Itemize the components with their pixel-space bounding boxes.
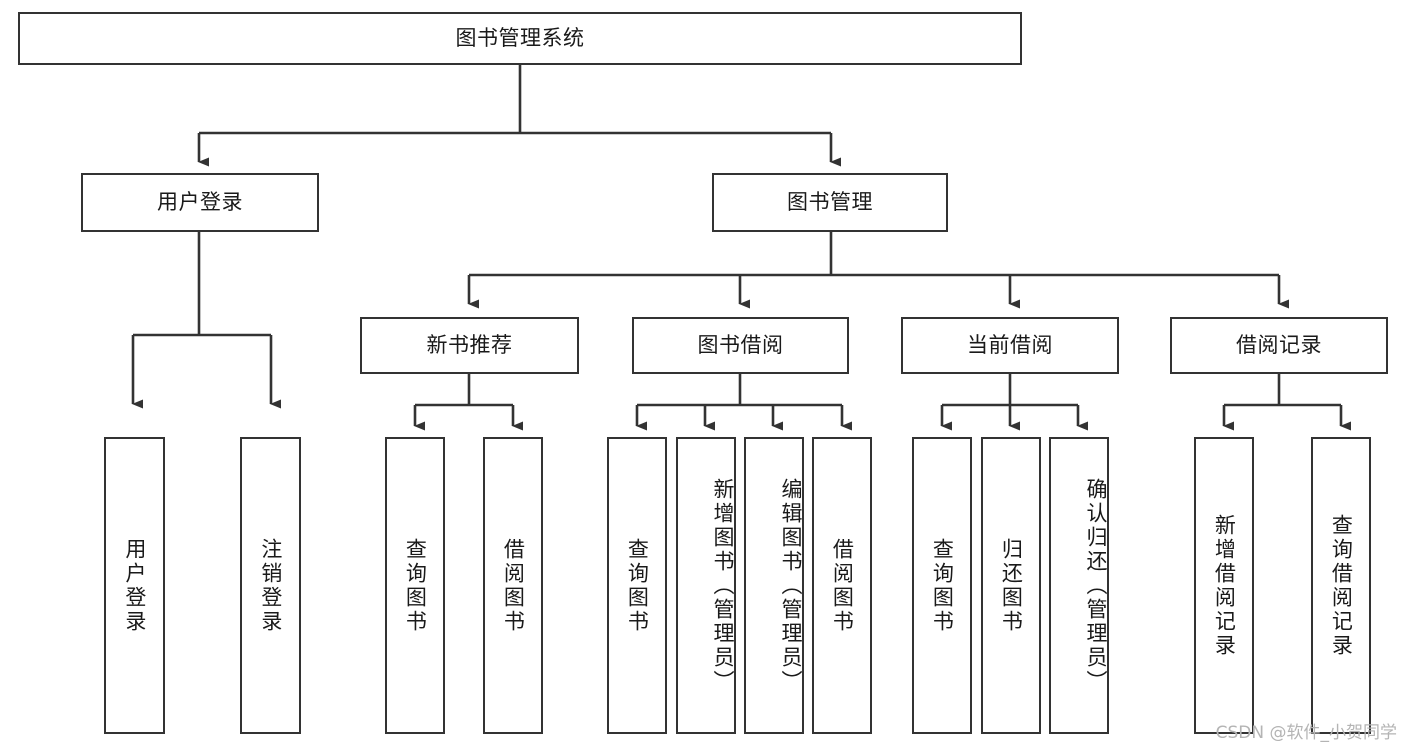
leaf-query-book-current-label: 查询图书 — [930, 537, 955, 634]
node-borrow-records[interactable]: 借阅记录 — [1170, 317, 1388, 374]
leaf-return-book[interactable]: 归还图书 — [981, 437, 1041, 734]
leaf-edit-book-admin[interactable]: 编辑图书（管理员） — [744, 437, 804, 734]
leaf-borrow-book[interactable]: 借阅图书 — [812, 437, 872, 734]
leaf-query-book-current[interactable]: 查询图书 — [912, 437, 972, 734]
node-current-borrow-label: 当前借阅 — [967, 333, 1053, 358]
leaf-add-borrow-record[interactable]: 新增借阅记录 — [1194, 437, 1254, 734]
node-book-management[interactable]: 图书管理 — [712, 173, 948, 232]
leaf-borrow-book-label: 借阅图书 — [830, 537, 855, 634]
node-book-borrow-label: 图书借阅 — [697, 333, 784, 358]
leaf-borrow-book-recommend-label: 借阅图书 — [501, 537, 526, 634]
leaf-confirm-return-admin[interactable]: 确认归还（管理员） — [1049, 437, 1109, 734]
leaf-logout-label: 注销登录 — [258, 537, 283, 634]
node-book-management-label: 图书管理 — [787, 190, 873, 215]
leaf-query-book-recommend-label: 查询图书 — [403, 537, 428, 634]
leaf-return-book-label: 归还图书 — [999, 537, 1024, 634]
node-borrow-records-label: 借阅记录 — [1236, 333, 1322, 358]
node-user-login[interactable]: 用户登录 — [81, 173, 319, 232]
node-root[interactable]: 图书管理系统 — [18, 12, 1022, 65]
leaf-borrow-book-recommend[interactable]: 借阅图书 — [483, 437, 543, 734]
leaf-add-borrow-record-label: 新增借阅记录 — [1212, 513, 1237, 658]
node-new-book-recommend-label: 新书推荐 — [426, 333, 513, 358]
leaf-query-book[interactable]: 查询图书 — [607, 437, 667, 734]
node-new-book-recommend[interactable]: 新书推荐 — [360, 317, 579, 374]
node-user-login-label: 用户登录 — [157, 190, 243, 215]
leaf-query-borrow-record[interactable]: 查询借阅记录 — [1311, 437, 1371, 734]
leaf-query-borrow-record-label: 查询借阅记录 — [1329, 513, 1354, 658]
leaf-query-book-recommend[interactable]: 查询图书 — [385, 437, 445, 734]
leaf-edit-book-admin-label: 编辑图书（管理员） — [779, 477, 803, 694]
node-current-borrow[interactable]: 当前借阅 — [901, 317, 1119, 374]
leaf-user-login-label: 用户登录 — [122, 537, 147, 634]
leaf-add-book-admin[interactable]: 新增图书（管理员） — [676, 437, 736, 734]
leaf-user-login[interactable]: 用户登录 — [104, 437, 165, 734]
leaf-add-book-admin-label: 新增图书（管理员） — [711, 477, 735, 694]
leaf-confirm-return-admin-label: 确认归还（管理员） — [1084, 477, 1108, 694]
leaf-logout[interactable]: 注销登录 — [240, 437, 301, 734]
node-book-borrow[interactable]: 图书借阅 — [632, 317, 849, 374]
leaf-query-book-label: 查询图书 — [625, 537, 650, 634]
node-root-label: 图书管理系统 — [455, 26, 585, 51]
